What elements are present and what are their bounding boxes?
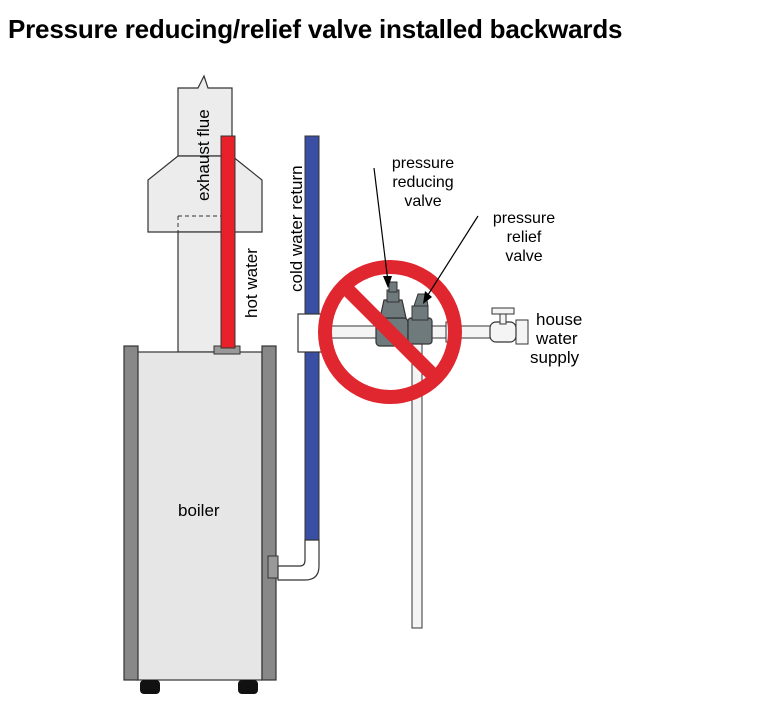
house-water-supply-label: house water supply xyxy=(530,310,582,367)
exhaust-flue-label: exhaust flue xyxy=(194,109,213,201)
relief-valve-leader-arrow xyxy=(423,291,432,304)
hot-water-label: hot water xyxy=(242,248,261,318)
boiler-foot-left xyxy=(140,680,160,694)
svg-text:house: house xyxy=(536,310,582,329)
boiler xyxy=(123,345,279,694)
reducing-valve-leader xyxy=(373,167,389,283)
svg-text:water: water xyxy=(535,329,578,348)
boiler-label: boiler xyxy=(178,501,220,520)
relief-valve-leader xyxy=(425,215,479,299)
boiler-right-panel xyxy=(261,345,277,681)
reducing-valve-leader-arrow xyxy=(383,276,392,288)
svg-text:relief: relief xyxy=(507,229,542,246)
svg-text:supply: supply xyxy=(530,348,580,367)
svg-text:pressure: pressure xyxy=(392,155,454,172)
boiler-left-panel xyxy=(123,345,139,681)
svg-text:valve: valve xyxy=(404,193,441,210)
cold-water-return-label: cold water return xyxy=(287,165,306,292)
svg-text:pressure: pressure xyxy=(493,210,555,227)
page-title: Pressure reducing/relief valve installed… xyxy=(8,14,623,44)
prohibition-sign xyxy=(318,260,462,404)
shutoff-valve xyxy=(489,307,517,343)
pressure-relief-valve-label: pressure relief valve xyxy=(493,210,555,265)
pressure-reducing-valve-label: pressure reducing valve xyxy=(392,155,454,210)
cold-water-return-pipe xyxy=(277,135,327,581)
svg-text:valve: valve xyxy=(505,248,542,265)
boiler-foot-right xyxy=(238,680,258,694)
pressure-relief-valve xyxy=(407,293,433,345)
hot-water-pipe xyxy=(220,135,236,349)
svg-text:reducing: reducing xyxy=(392,174,453,191)
